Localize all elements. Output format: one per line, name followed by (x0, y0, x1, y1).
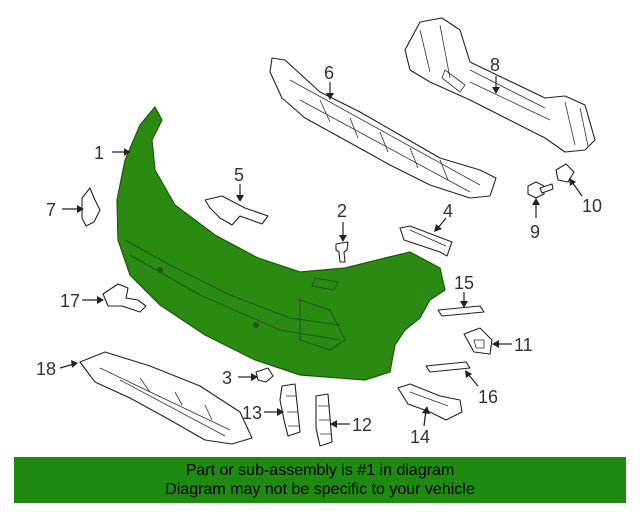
callout-17: 17 (60, 291, 80, 311)
part-14-bracket[interactable] (397, 383, 463, 421)
callout-10: 10 (582, 196, 602, 216)
part-4-bracket[interactable] (399, 225, 453, 257)
bumper-cover-body (116, 105, 446, 381)
notice-line-disclaimer: Diagram may not be specific to your vehi… (165, 481, 475, 498)
callout-7: 7 (46, 200, 56, 220)
part-18-undertray[interactable] (79, 351, 253, 445)
part-3-clip[interactable] (255, 367, 274, 383)
callout-9: 9 (530, 222, 540, 242)
part-6-energy-absorber[interactable] (269, 57, 497, 199)
part-9-bolt[interactable] (527, 181, 554, 199)
exploded-parts-diagram: 1 2 3 4 5 6 7 8 9 10 11 12 13 14 15 16 1… (36, 17, 602, 447)
part-5-bracket[interactable] (204, 195, 269, 226)
callout-1: 1 (94, 143, 104, 163)
callout-5: 5 (234, 165, 244, 185)
callout-12: 12 (352, 415, 372, 435)
callout-2: 2 (337, 201, 347, 221)
notice-line-part: Part or sub-assembly is #1 in diagram (185, 462, 455, 479)
callout-3: 3 (222, 368, 232, 388)
part-17-bracket[interactable] (102, 283, 147, 313)
diagram-notice-banner: Part or sub-assembly is #1 in diagram Di… (14, 457, 626, 503)
callout-16: 16 (478, 387, 498, 407)
callout-14: 14 (410, 427, 430, 447)
callout-4: 4 (443, 201, 453, 221)
leader-lines (59, 76, 583, 428)
part-10-clip[interactable] (555, 163, 575, 183)
callout-15: 15 (454, 273, 474, 293)
part-1-bumper-cover[interactable] (116, 105, 446, 381)
part-15-reflector[interactable] (437, 305, 485, 317)
callout-11: 11 (514, 335, 533, 355)
part-2-clip[interactable] (335, 241, 349, 263)
callout-13: 13 (242, 403, 262, 423)
callout-8: 8 (490, 55, 500, 75)
part-8-reinforcement-beam[interactable] (404, 17, 596, 153)
part-13-bracket[interactable] (279, 383, 301, 437)
callout-18: 18 (36, 359, 56, 379)
callout-6: 6 (324, 63, 334, 83)
part-12-bracket[interactable] (315, 393, 333, 447)
part-7-clip[interactable] (81, 187, 101, 227)
part-11-bracket[interactable] (463, 327, 493, 355)
part-16-reflector[interactable] (425, 361, 471, 373)
